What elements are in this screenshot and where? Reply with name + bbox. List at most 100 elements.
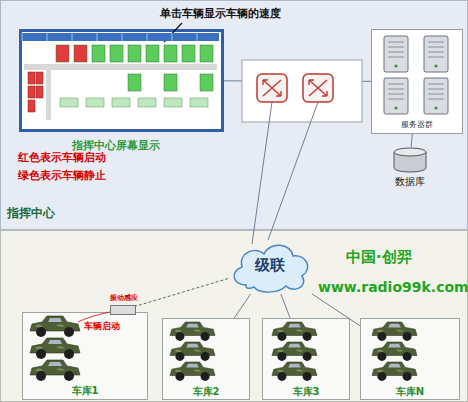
garage-box: 车库2 <box>162 318 250 400</box>
vehicle-wheel <box>201 332 210 341</box>
note-text: 车辆启动 <box>84 321 120 331</box>
server-slot <box>428 84 444 85</box>
vehicle-window <box>288 324 301 328</box>
moving-vehicle <box>28 72 35 84</box>
server-slot <box>428 94 444 95</box>
parked-vehicle <box>164 45 177 62</box>
vehicle-body <box>272 322 317 336</box>
parked-vehicle <box>128 45 141 62</box>
vehicle-body <box>170 322 215 336</box>
node-text: 服务器群 <box>372 120 462 129</box>
vehicle-body <box>30 360 80 375</box>
server-slot <box>388 94 404 95</box>
garage-box: 车库N <box>360 318 460 400</box>
cylinder-top <box>394 148 426 156</box>
watermark: 中国·创羿 <box>346 249 412 266</box>
vehicle-camo <box>175 369 202 372</box>
vehicle-wheel <box>175 332 184 341</box>
parking-bay <box>190 98 208 107</box>
router-body <box>303 74 333 102</box>
military-vehicle <box>170 342 215 361</box>
military-vehicle <box>170 362 215 381</box>
military-vehicle <box>30 316 80 337</box>
screen-content <box>22 33 219 120</box>
parked-vehicle <box>128 74 141 91</box>
vehicle-wheel <box>201 352 210 361</box>
callout-note: 单击车辆显示车辆的速度 <box>160 8 281 21</box>
military-vehicle <box>30 338 80 359</box>
vehicle-body <box>272 362 317 376</box>
server-body <box>384 78 408 114</box>
vehicle-wheel <box>277 352 286 361</box>
vehicle-window <box>48 340 62 344</box>
screen-road <box>24 64 217 70</box>
vehicle-wheel <box>303 352 312 361</box>
server-slot <box>388 84 404 85</box>
connector-line <box>281 294 290 318</box>
server-slot <box>428 57 444 58</box>
server-symbol <box>384 78 408 114</box>
server-slot <box>428 99 444 100</box>
node-text: 数据库 <box>385 176 435 188</box>
garage-box: 车库1 <box>22 312 148 400</box>
header-divider <box>47 33 48 41</box>
screen-road <box>46 70 51 120</box>
parked-vehicle <box>182 45 195 62</box>
router-symbol <box>303 74 333 102</box>
sensor-lead <box>78 312 110 322</box>
vehicle-wheel <box>175 352 184 361</box>
parked-vehicle <box>200 74 213 91</box>
vehicle-camo <box>277 369 304 372</box>
node-text: 车库3 <box>263 386 349 398</box>
vehicle-window <box>48 362 62 366</box>
database-outline <box>393 147 427 173</box>
moving-vehicle <box>36 72 43 84</box>
vehicle-body <box>170 362 215 376</box>
server-slot <box>388 99 404 100</box>
router-arrows <box>263 80 281 96</box>
vehicle-body <box>30 338 80 353</box>
database: 数据库 <box>393 147 427 173</box>
garage-box: 车库3 <box>262 318 350 400</box>
vehicle-camo <box>277 349 304 352</box>
server-slot <box>388 47 404 48</box>
leader-line <box>164 23 182 42</box>
vehicle-wheel <box>377 372 386 381</box>
parked-vehicle <box>74 45 87 62</box>
server-light <box>395 65 398 68</box>
parked-vehicle <box>200 45 213 62</box>
vehicle-camo <box>175 329 202 332</box>
field-band <box>1 231 468 402</box>
vehicle-wheel <box>64 371 74 381</box>
command-center-band: 指挥中心指挥中心屏幕显示服务器群数据库 <box>0 0 468 230</box>
vehicle-camo <box>175 349 202 352</box>
header-divider <box>172 33 173 41</box>
header-divider <box>22 33 23 41</box>
parking-bay <box>164 98 182 107</box>
server-slot <box>388 57 404 58</box>
network-wire <box>252 102 272 244</box>
vehicle-wheel <box>377 332 386 341</box>
vehicle-wheel <box>303 372 312 381</box>
node-text: 指挥中心屏幕显示 <box>72 140 160 153</box>
vehicle-camo <box>377 329 404 332</box>
vehicle-body <box>30 316 80 331</box>
vehicle-wheel <box>64 327 74 337</box>
server-cluster: 服务器群 <box>371 29 463 134</box>
connector-line <box>224 80 371 81</box>
moving-vehicle <box>28 100 35 112</box>
connector-line <box>136 279 228 307</box>
server-symbol <box>384 36 408 72</box>
header-divider <box>72 33 73 41</box>
vehicle-wheel <box>36 349 46 359</box>
vehicle-body <box>272 342 317 356</box>
vehicle-window <box>288 344 301 348</box>
vehicle-camo <box>277 329 304 332</box>
connector-line <box>411 134 412 147</box>
vehicle-camo <box>35 346 65 349</box>
server-symbol <box>424 36 448 72</box>
header-divider <box>97 33 98 41</box>
military-vehicle <box>372 342 417 361</box>
